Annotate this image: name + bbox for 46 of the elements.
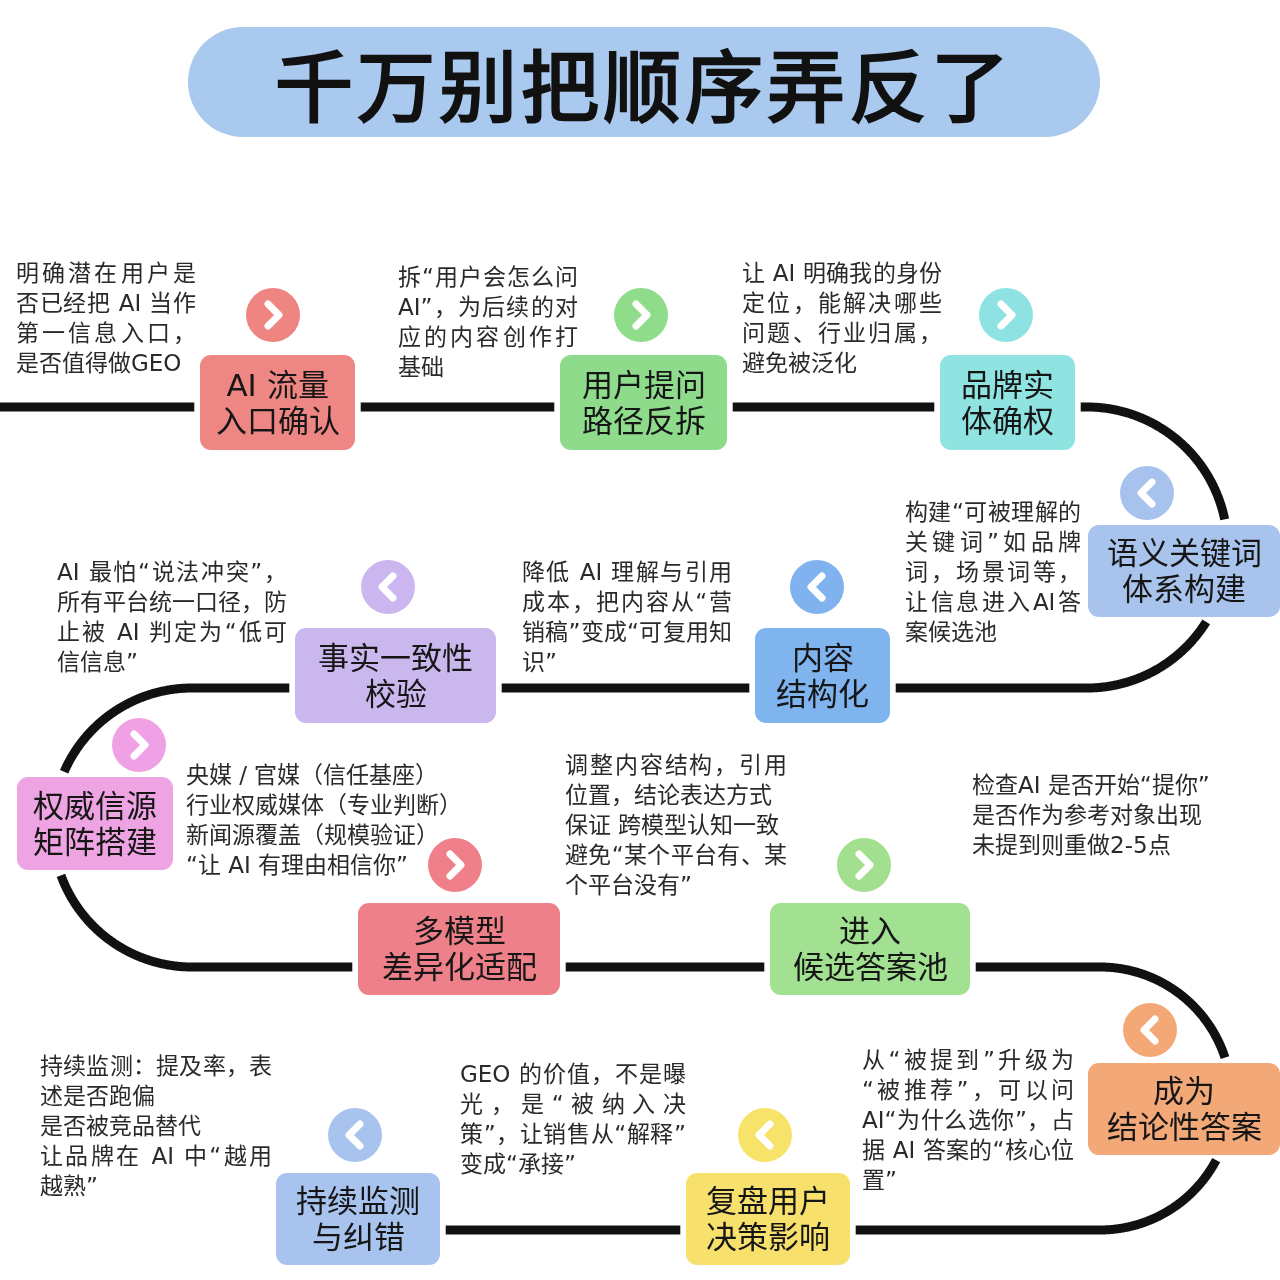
step-box <box>276 1173 440 1265</box>
title-banner: 千万别把顺序弄反了 <box>188 27 1100 137</box>
step-description: 降低 AI 理解与引用成本，把内容从“营销稿”变成“可复用知识” <box>522 558 732 677</box>
step-title: 内容结构化 <box>775 639 870 712</box>
step-description: “让 AI 有理由相信你” <box>186 851 408 880</box>
step-title: 进入候选答案池 <box>791 913 949 985</box>
step-description: 调整内容结构，引用位置，结论表达方式 <box>565 751 787 810</box>
step-title: 多模型差异化适配 <box>380 913 538 985</box>
step-description: AI 最怕“说法冲突”，所有平台统一口径，防止被 AI 判定为“低可信信息” <box>57 558 287 677</box>
step-description: 构建“可被理解的关键词”如品牌词，场景词等，让信息进入AI答案候选池 <box>905 498 1081 647</box>
step-title: 品牌实体确权 <box>960 366 1055 439</box>
step-description: 保证 跨模型认知一致 <box>565 811 781 840</box>
step-description: 未提到则重做2-5点 <box>972 831 1171 860</box>
step-box <box>1088 1063 1280 1155</box>
step-description: 让 AI 明确我的身份定位，能解决哪些问题、行业归属，避免被泛化 <box>742 259 942 378</box>
step-box <box>560 355 727 450</box>
step-box <box>770 903 970 995</box>
step-box <box>755 628 890 723</box>
step-title: 权威信源矩阵搭建 <box>32 787 158 860</box>
step-description: 明确潜在用户是否已经把 AI 当作第一信息入口，是否值得做GEO <box>16 259 196 378</box>
step-title: 用户提问路径反拆 <box>580 366 707 439</box>
step-description: 新闻源覆盖（规模验证） <box>186 821 439 850</box>
step-box <box>358 903 560 995</box>
step-title: 复盘用户决策影响 <box>705 1183 831 1255</box>
step-title: AI 流量入口确认 <box>214 366 341 439</box>
step-box <box>200 355 355 450</box>
step-description: 拆“用户会怎么问 AI”，为后续的对应的内容创作打基础 <box>398 263 578 382</box>
step-title: 事实一致性校验 <box>317 639 474 712</box>
step-description: 是否作为参考对象出现 <box>972 801 1202 830</box>
step-box <box>686 1173 850 1265</box>
step-description: 从“被提到”升级为“被推荐”，可以问AI“为什么选你”，占据 AI 答案的“核心位置” <box>862 1046 1074 1195</box>
step-description: 央媒 / 官媒（信任基座） <box>186 761 439 790</box>
step-title: 成为结论性答案 <box>1105 1073 1263 1145</box>
step-description: GEO 的价值，不是曝光，是“被纳入决策”，让销售从“解释”变成“承接” <box>460 1060 686 1179</box>
step-description: 检查AI 是否开始“提你” <box>972 771 1210 800</box>
step-description: 让品牌在 AI 中“越用越熟” <box>40 1142 272 1201</box>
step-box <box>1088 525 1280 617</box>
step-title: 语义关键词体系构建 <box>1105 535 1263 607</box>
step-description: 行业权威媒体（专业判断） <box>186 791 462 820</box>
step-description: 持续监测：提及率，表述是否跑偏 <box>40 1052 272 1111</box>
step-box <box>295 628 496 723</box>
step-description: 是否被竞品替代 <box>40 1112 202 1141</box>
step-title: 持续监测与纠错 <box>295 1183 421 1255</box>
step-box <box>940 355 1075 450</box>
step-description: 避免“某个平台有、某个平台没有” <box>565 841 787 900</box>
step-box <box>17 777 173 870</box>
